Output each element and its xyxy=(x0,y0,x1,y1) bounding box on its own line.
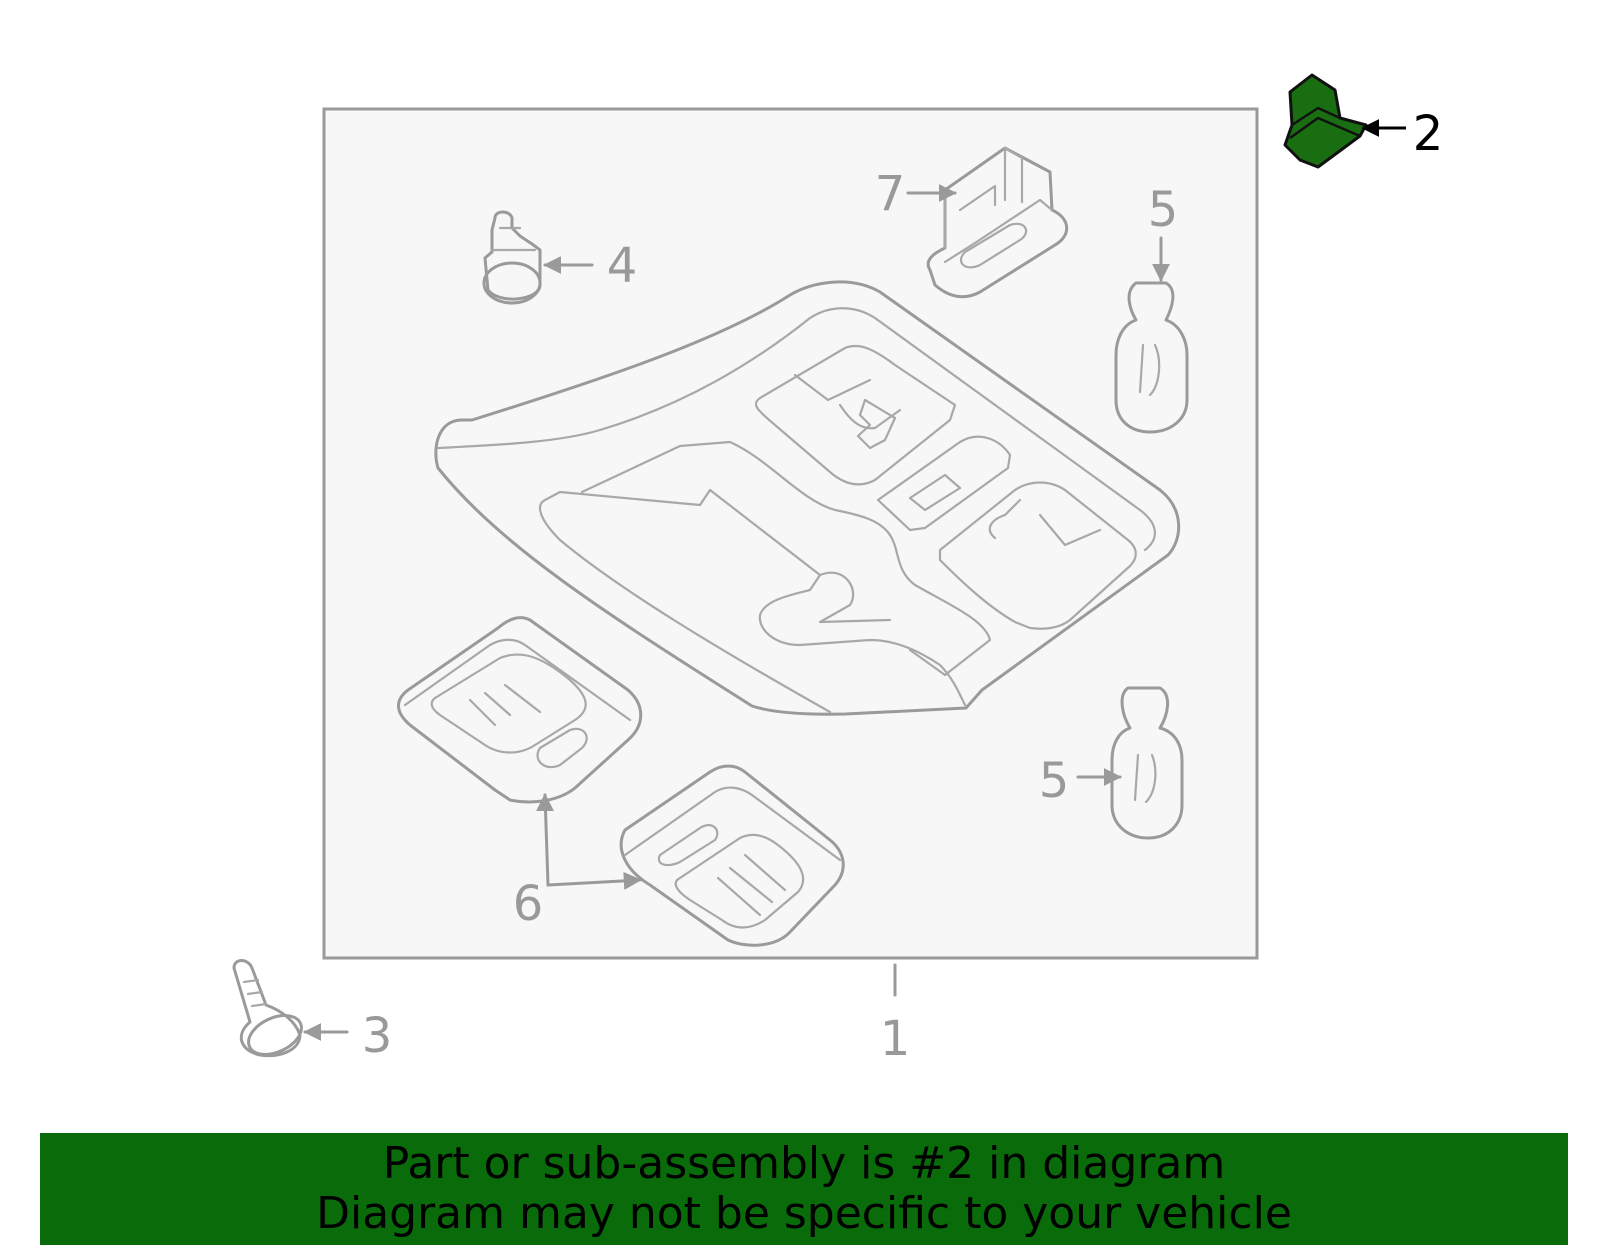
banner-line-2: Diagram may not be specific to your vehi… xyxy=(316,1188,1292,1239)
banner-line-1: Part or sub-assembly is #2 in diagram xyxy=(382,1138,1226,1189)
bulb-part-5-lower xyxy=(1110,686,1184,840)
callout-4: 4 xyxy=(607,238,638,294)
info-banner: Part or sub-assembly is #2 in diagram Di… xyxy=(40,1133,1568,1245)
map-lamp-part-6-upper xyxy=(397,616,643,804)
leader-lines xyxy=(303,119,1406,1041)
callout-2: 2 xyxy=(1413,106,1444,162)
clip-part-4 xyxy=(482,210,542,305)
overhead-console xyxy=(434,280,1181,716)
holder-part-7 xyxy=(926,146,1069,299)
callout-3: 3 xyxy=(362,1008,393,1064)
bulb-part-5-upper xyxy=(1114,281,1189,434)
highlighted-part-2 xyxy=(1283,73,1368,169)
callout-5-lower: 5 xyxy=(1039,753,1070,809)
callout-5-upper: 5 xyxy=(1148,182,1179,238)
screw-part-3 xyxy=(232,959,303,1058)
callout-1: 1 xyxy=(880,1011,911,1067)
assembly-frame xyxy=(322,107,1259,960)
callout-6: 6 xyxy=(513,876,544,932)
callout-7: 7 xyxy=(875,166,906,222)
